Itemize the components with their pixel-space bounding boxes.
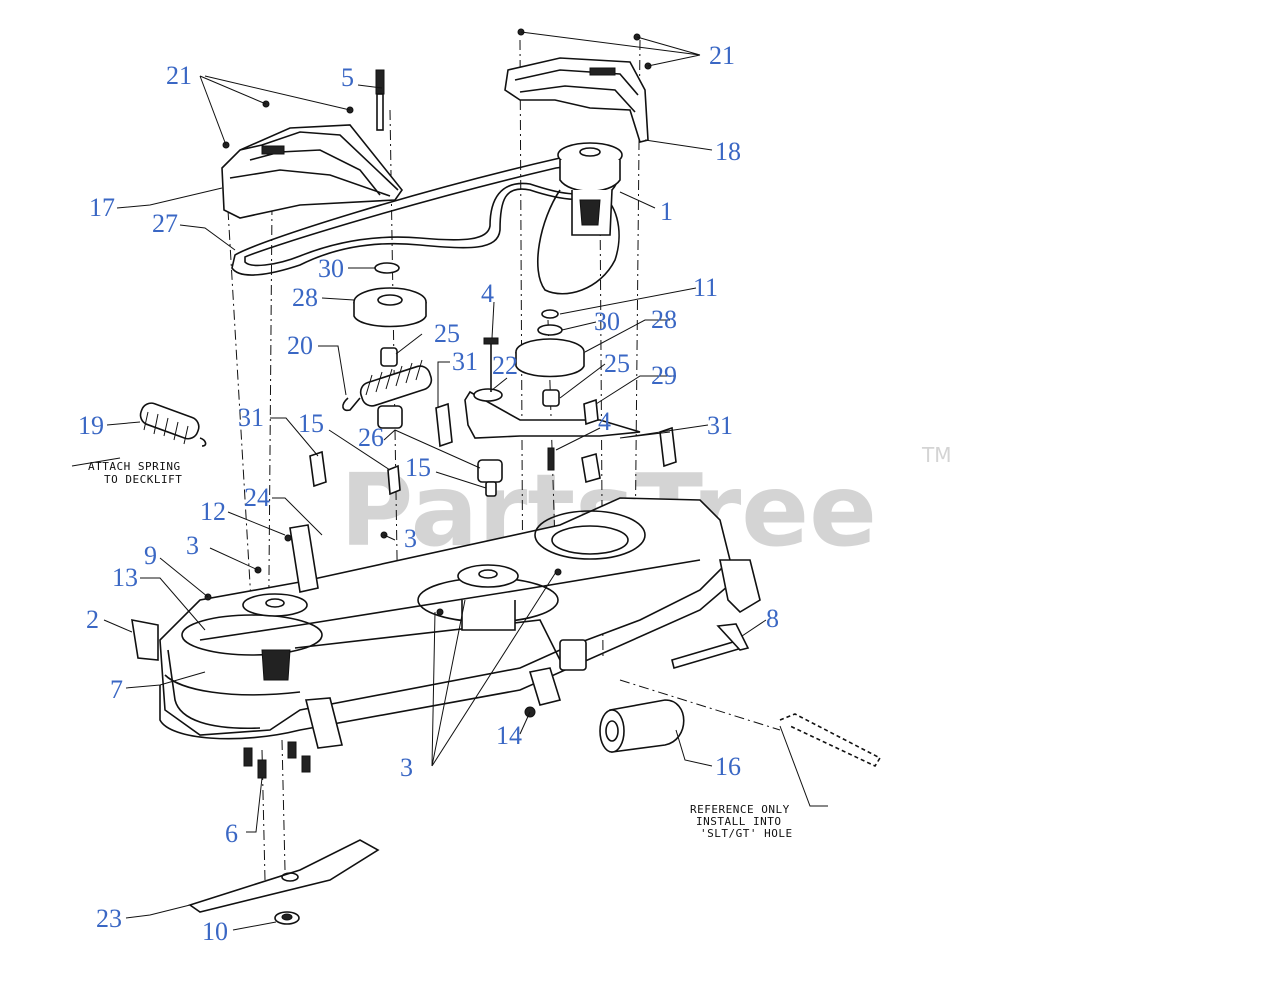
- callout-7: 7: [110, 675, 123, 704]
- callout-20: 20: [287, 331, 313, 360]
- callout-28-left: 28: [292, 283, 318, 312]
- note-spring-line2: TO DECKLIFT: [104, 473, 182, 486]
- idler-arm-belt-loop: [537, 189, 620, 295]
- callout-3-center: 3: [404, 524, 417, 553]
- note-ref-line3: 'SLT/GT' HOLE: [700, 827, 793, 840]
- callout-8: 8: [766, 604, 779, 633]
- callout-17: 17: [89, 193, 115, 222]
- note-attach-spring: ATTACH SPRING TO DECKLIFT: [88, 460, 182, 486]
- left-spindle: [242, 593, 308, 681]
- callout-30-left: 30: [318, 254, 344, 283]
- right-belt-cover: [504, 57, 649, 143]
- leader-lines: [71, 31, 828, 931]
- note-ref-line2: INSTALL INTO: [696, 815, 781, 828]
- deck-belt-inner: [244, 165, 603, 267]
- callout-21-right: 21: [709, 41, 735, 70]
- callout-21-left: 21: [166, 61, 192, 90]
- callout-14: 14: [496, 721, 522, 750]
- spacer-lower: [477, 459, 503, 483]
- deck-belt: [231, 155, 619, 276]
- callout-23: 23: [96, 904, 122, 933]
- callout-30-right: 30: [594, 307, 620, 336]
- callout-10: 10: [202, 917, 228, 946]
- deck-lift-spring: [139, 402, 207, 447]
- callout-29: 29: [651, 361, 677, 390]
- note-ref-line1: REFERENCE ONLY: [690, 803, 790, 816]
- center-spindle: [457, 564, 519, 631]
- right-idler-pulley: [515, 309, 585, 407]
- callout-26: 26: [358, 423, 384, 452]
- callout-4-top: 4: [481, 279, 494, 308]
- spacer-upper: [377, 405, 403, 429]
- callout-27: 27: [152, 209, 178, 238]
- callout-5: 5: [341, 63, 354, 92]
- blade-adapter: [274, 911, 300, 925]
- callout-15-center: 15: [405, 453, 431, 482]
- callout-25-left: 25: [434, 319, 460, 348]
- callout-25-right: 25: [604, 349, 630, 378]
- callout-19: 19: [78, 411, 104, 440]
- callout-16: 16: [715, 752, 741, 781]
- gauge-wheel-rod: [671, 623, 750, 670]
- spindle-bolts: [243, 69, 385, 779]
- watermark-tm: TM: [921, 443, 951, 467]
- callouts: 21 21 5 18 17 1 27 30 4 11 28 30 28 25 2…: [78, 41, 779, 946]
- tension-spring: [342, 359, 433, 412]
- callout-31-right: 31: [707, 411, 733, 440]
- note-reference-only: REFERENCE ONLY INSTALL INTO 'SLT/GT' HOL…: [690, 803, 793, 840]
- callout-15-left: 15: [298, 409, 324, 438]
- brackets: [309, 398, 677, 497]
- callout-12: 12: [200, 497, 226, 526]
- callout-28-right: 28: [651, 305, 677, 334]
- callout-31-left: 31: [238, 403, 264, 432]
- mower-deck: [131, 497, 761, 749]
- callout-3-bottom: 3: [400, 753, 413, 782]
- callout-22: 22: [492, 351, 518, 380]
- callout-6: 6: [225, 819, 238, 848]
- callout-31-top: 31: [452, 347, 478, 376]
- right-spindle-pulley: [557, 142, 623, 236]
- callout-24: 24: [244, 483, 270, 512]
- callout-13: 13: [112, 563, 138, 592]
- idler-arm: [464, 337, 641, 439]
- callout-1: 1: [660, 197, 673, 226]
- callout-4-right: 4: [598, 407, 611, 436]
- callout-11: 11: [693, 273, 718, 302]
- hardware: [204, 28, 652, 718]
- callout-18: 18: [715, 137, 741, 166]
- callout-3-left: 3: [186, 531, 199, 560]
- mower-blade: [188, 839, 380, 913]
- gauge-wheel: [599, 699, 685, 753]
- reference-pin: [779, 713, 882, 768]
- note-spring-line1: ATTACH SPRING: [88, 460, 181, 473]
- callout-2: 2: [86, 605, 99, 634]
- left-idler-pulley: [353, 262, 427, 367]
- callout-9: 9: [144, 541, 157, 570]
- left-belt-cover: [221, 124, 403, 219]
